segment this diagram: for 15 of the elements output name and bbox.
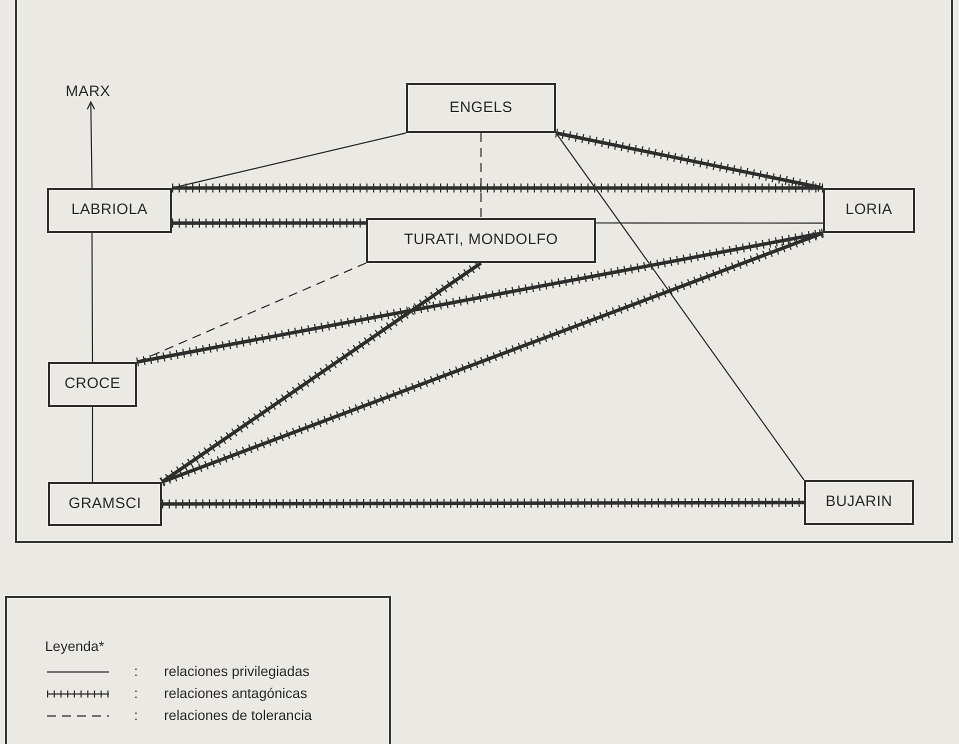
name-box: TURATI, MONDOLFO [366,218,596,263]
name-box: CROCE [48,362,137,407]
legend-text: relaciones privilegiadas [164,662,310,681]
name-box: LORIA [823,188,915,233]
name-box: ENGELS [406,83,556,133]
legend-title: Leyenda* [45,637,104,656]
node-label: MARX [60,82,116,102]
name-box: GRAMSCI [48,482,162,526]
separator-colon: : [134,706,138,725]
name-box: BUJARIN [804,480,914,525]
name-box: LABRIOLA [47,188,172,233]
legend-text: relaciones de tolerancia [164,706,312,725]
legend-text: relaciones antagónicas [164,684,308,703]
separator-colon: : [134,662,138,681]
separator-colon: : [134,684,138,703]
